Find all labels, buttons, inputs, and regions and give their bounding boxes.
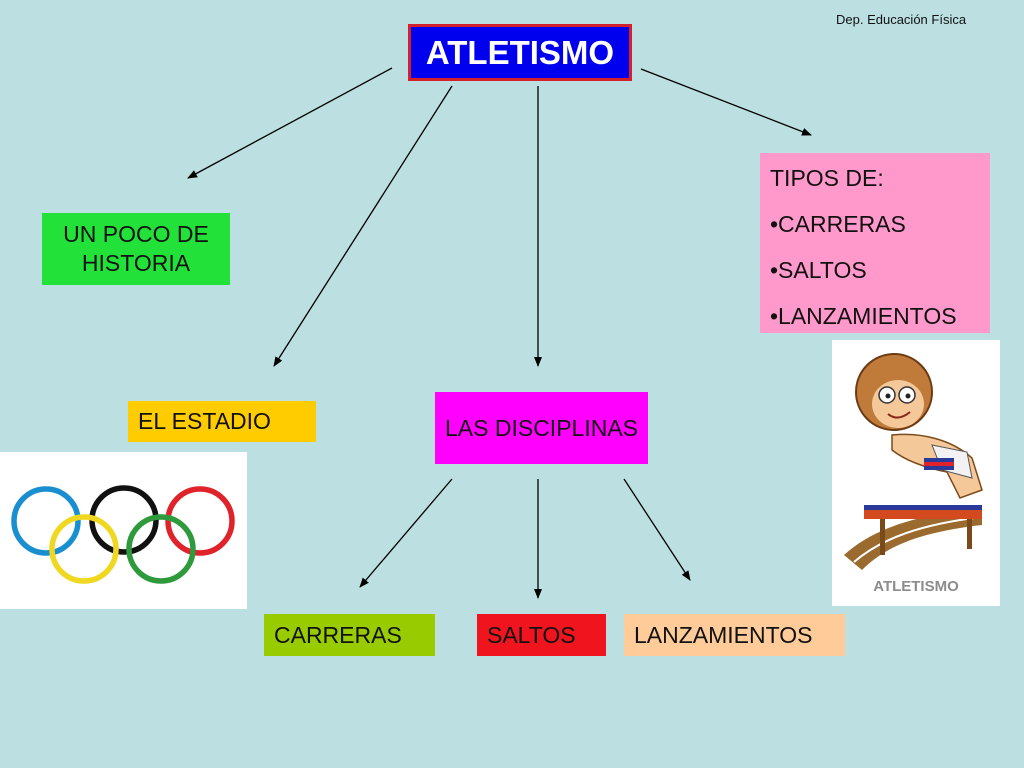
- tipos-header: TIPOS DE:: [770, 165, 884, 191]
- olympic-rings-icon: [11, 485, 235, 584]
- node-carreras-label: CARRERAS: [274, 621, 402, 648]
- department-credit: Dep. Educación Física: [836, 12, 967, 27]
- root-node-label: ATLETISMO: [425, 33, 615, 71]
- node-disciplinas: LAS DISCIPLINAS: [435, 392, 648, 464]
- ring-red: [165, 486, 235, 556]
- node-estadio-label: EL ESTADIO: [138, 408, 271, 434]
- node-carreras: CARRERAS: [264, 614, 435, 656]
- root-node-title: ATLETISMO: [408, 24, 632, 81]
- node-historia: UN POCO DE HISTORIA: [42, 213, 230, 285]
- arrow-to-historia: [187, 67, 393, 179]
- athlete-image: ATLETISMO: [832, 340, 1000, 606]
- node-historia-label: UN POCO DE HISTORIA: [63, 221, 209, 276]
- athlete-caption: ATLETISMO: [873, 578, 959, 595]
- node-estadio: EL ESTADIO: [128, 401, 316, 442]
- olympic-rings-image: [0, 452, 247, 609]
- tipos-item-saltos: •SALTOS: [770, 257, 867, 283]
- ring-blue: [11, 486, 81, 556]
- ring-yellow: [49, 514, 119, 584]
- tipos-item-lanzamientos: •LANZAMIENTOS: [770, 303, 957, 329]
- node-disciplinas-label: LAS DISCIPLINAS: [444, 414, 639, 441]
- arrow-to-tipos: [640, 68, 812, 136]
- node-tipos: TIPOS DE: •CARRERAS •SALTOS •LANZAMIENTO…: [760, 153, 990, 333]
- tipos-item-carreras: •CARRERAS: [770, 211, 906, 237]
- arrow-to-estadio: [273, 85, 453, 367]
- hurdler-illustration: [844, 353, 983, 570]
- ring-green: [126, 514, 196, 584]
- arrow-to-carreras: [359, 478, 453, 588]
- node-lanzamientos: LANZAMIENTOS: [624, 614, 845, 656]
- node-saltos: SALTOS: [477, 614, 606, 656]
- node-saltos-label: SALTOS: [487, 621, 576, 648]
- arrow-to-lanzamientos: [623, 478, 691, 581]
- node-lanzamientos-label: LANZAMIENTOS: [634, 621, 813, 648]
